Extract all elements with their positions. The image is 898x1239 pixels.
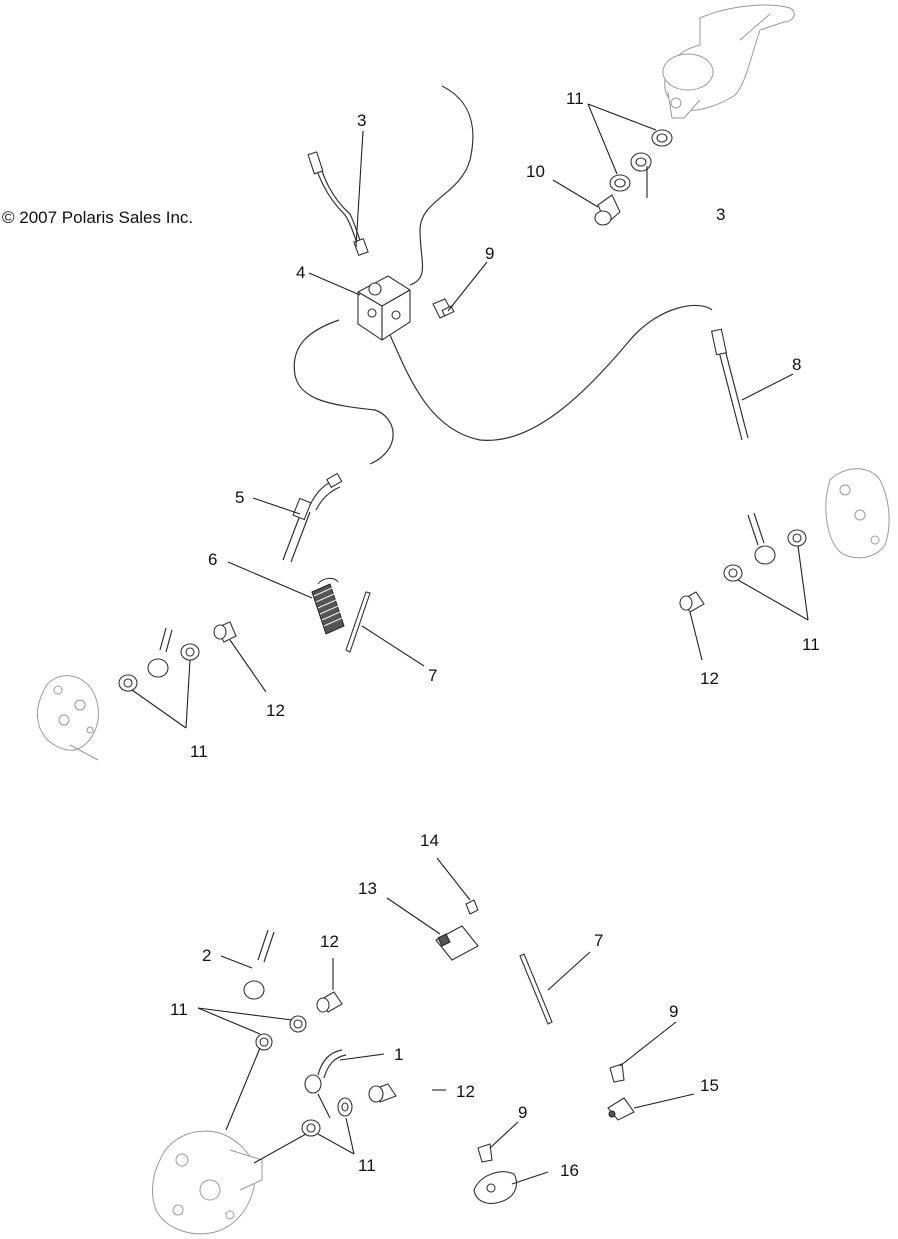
pin-7-top (345, 591, 371, 653)
hose-end-2 (243, 929, 275, 1000)
hose-end-fitting-5 (282, 472, 343, 563)
screw-14 (465, 899, 479, 915)
master-cylinder-hardware (594, 129, 673, 226)
clamp-13 (435, 925, 479, 961)
bolt-9-bottom (477, 1063, 625, 1163)
clip-16 (473, 1171, 518, 1205)
callout-12-right: 12 (700, 669, 719, 688)
caliper-left-top (37, 675, 99, 761)
bolt-12-bottom (316, 991, 343, 1013)
callout-10: 10 (526, 162, 545, 181)
spring-guard (311, 577, 345, 635)
left-top-hardware (118, 621, 237, 692)
callout-1: 1 (394, 1045, 403, 1064)
callout-12-left: 12 (266, 701, 285, 720)
copyright-text: © 2007 Polaris Sales Inc. (2, 208, 193, 227)
callout-8: 8 (792, 355, 801, 374)
callout-7-bottom: 7 (594, 931, 603, 950)
callout-11-bottom-left: 11 (170, 1000, 188, 1019)
brake-hoses (293, 85, 713, 465)
callout-7-top: 7 (428, 666, 437, 685)
callout-15: 15 (700, 1076, 719, 1095)
callout-3-right: 3 (716, 205, 725, 224)
callout-5: 5 (235, 488, 244, 507)
callout-12-bottom-right: 12 (456, 1082, 475, 1101)
callout-6: 6 (208, 550, 217, 569)
callout-12-bottom: 12 (320, 932, 339, 951)
callout-11-master: 11 (566, 89, 584, 108)
callout-2: 2 (202, 946, 211, 965)
callout-14: 14 (420, 831, 439, 850)
caliper-right-top (825, 468, 890, 559)
leader-lines (131, 103, 809, 1185)
junction-block (357, 275, 411, 341)
callout-9-bottom: 9 (518, 1103, 527, 1122)
right-top-hardware (679, 512, 807, 613)
callout-9-top: 9 (485, 244, 494, 263)
callout-11-bottom: 11 (358, 1156, 376, 1175)
pin-7-bottom (519, 953, 553, 1025)
caliper-bottom (152, 1130, 263, 1235)
callout-11-left: 11 (190, 742, 208, 761)
callout-3-top: 3 (357, 111, 366, 130)
washers-11-bottom (255, 1015, 353, 1137)
callout-11-right: 11 (802, 635, 820, 654)
callout-13: 13 (358, 879, 377, 898)
master-cylinder-part (662, 4, 795, 119)
bolt-12-bottom-right (368, 1083, 397, 1103)
hose-end-fitting-8 (710, 328, 749, 441)
callout-labels: 3 11 10 3 4 9 8 5 6 7 12 11 12 11 14 13 … (170, 89, 820, 1180)
clip-15 (607, 1097, 635, 1121)
callout-4: 4 (296, 263, 305, 282)
hose-end-1 (304, 1049, 347, 1094)
callout-16: 16 (560, 1161, 579, 1180)
callout-9-right: 9 (669, 1002, 678, 1021)
bolt-9-top (432, 298, 455, 319)
hose-end-fitting-top (307, 151, 369, 256)
